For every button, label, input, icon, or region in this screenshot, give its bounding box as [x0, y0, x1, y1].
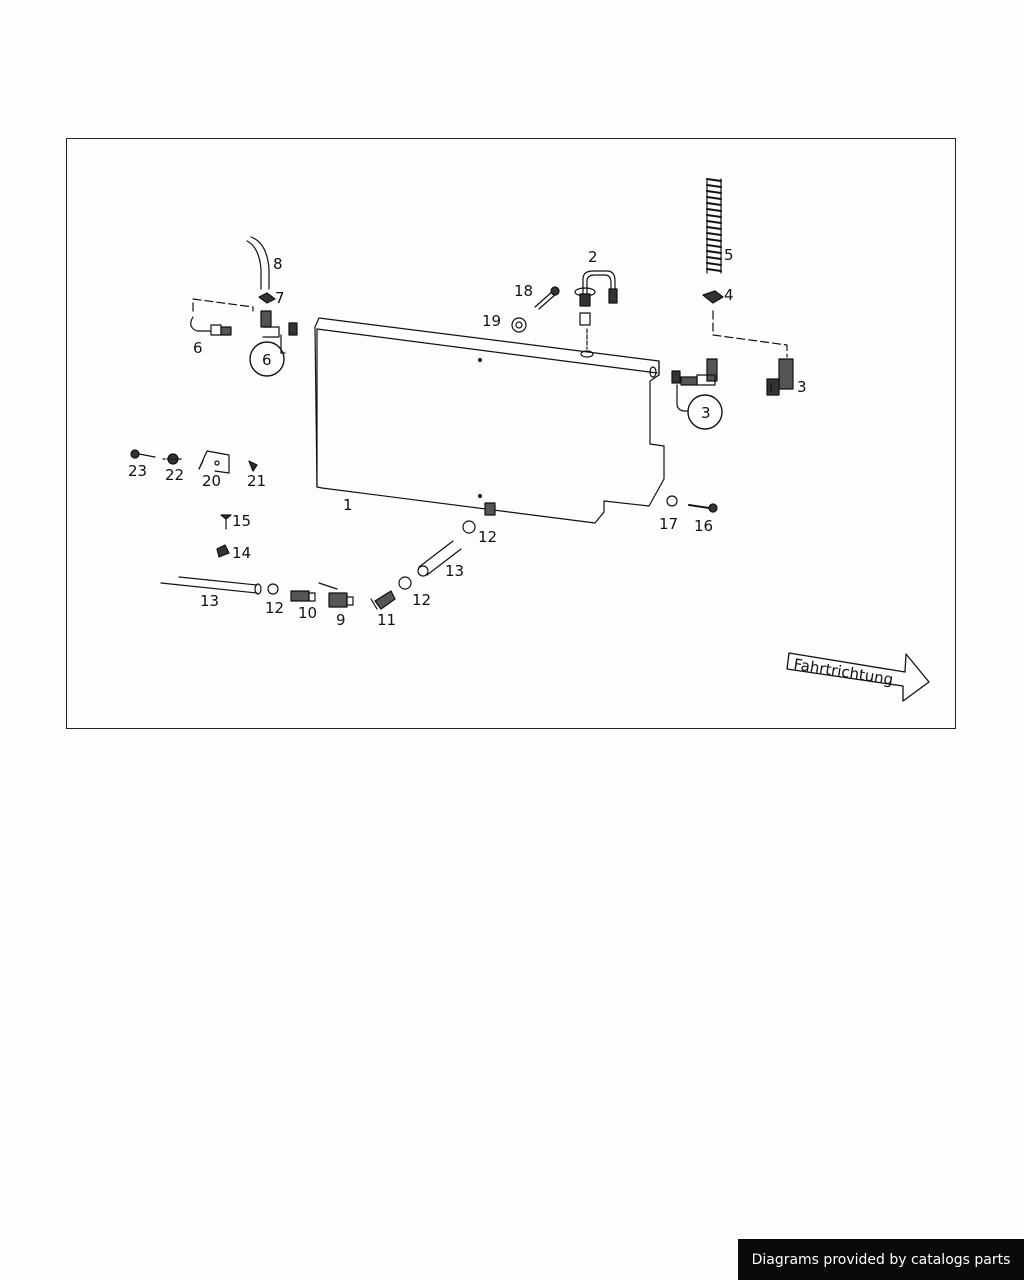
screw-part-18 [534, 286, 560, 310]
direction-arrow [786, 652, 930, 702]
footer-text: Diagrams provided by catalogs parts [751, 1251, 1011, 1268]
part-label-12-upper: 12 [478, 528, 497, 546]
water-tank [314, 317, 665, 524]
footer-banner: Diagrams provided by catalogs parts [738, 1239, 1024, 1280]
part-label-7: 7 [275, 289, 285, 307]
part-label-23: 23 [128, 462, 147, 480]
part-label-1: 1 [343, 496, 353, 514]
hose-spring-part-5 [706, 178, 722, 274]
nut-part-19 [511, 317, 527, 333]
part-label-11: 11 [377, 611, 396, 629]
part-label-5: 5 [724, 246, 734, 264]
part-label-2: 2 [588, 248, 598, 266]
part-label-20: 20 [202, 472, 221, 490]
part-label-12-middle: 12 [412, 591, 431, 609]
part-label-12-lower: 12 [265, 599, 284, 617]
part-label-15: 15 [232, 512, 251, 530]
part-label-13-short: 13 [445, 562, 464, 580]
fitting-part-6 [190, 298, 298, 377]
parts-diagram: Fahrtrichtung 1 2 3 3 4 5 6 6 7 8 9 10 1… [128, 178, 930, 702]
hose-part-13-long [160, 576, 262, 595]
washer-part-17 [666, 495, 678, 507]
part-label-14: 14 [232, 544, 251, 562]
direction-label: Fahrtrichtung [792, 655, 894, 689]
part-label-16: 16 [694, 517, 713, 535]
hose-clamp-part-12-middle [398, 576, 412, 590]
part-label-22: 22 [165, 466, 184, 484]
part-label-4: 4 [724, 286, 734, 304]
part-label-3: 3 [797, 378, 807, 396]
part-label-18: 18 [514, 282, 533, 300]
nipple-part-10 [290, 590, 316, 602]
part-label-3-circle: 3 [701, 404, 711, 422]
cap-part-4 [702, 290, 724, 304]
hose-clamp-part-12-lower [267, 583, 279, 595]
clip-part-21 [248, 460, 258, 472]
screw-part-15 [220, 514, 232, 530]
part-label-10: 10 [298, 604, 317, 622]
hose-clamp-part-12-upper [462, 520, 476, 534]
part-label-6: 6 [193, 339, 203, 357]
valve-part-9 [318, 582, 354, 608]
part-label-6-circle: 6 [262, 351, 272, 369]
part-label-8: 8 [273, 255, 283, 273]
part-label-21: 21 [247, 472, 266, 490]
cap-part-7 [258, 292, 276, 304]
screw-part-16 [688, 503, 718, 513]
washer-part-22 [162, 453, 184, 465]
part-label-13-long: 13 [200, 592, 219, 610]
part-label-17: 17 [659, 515, 678, 533]
bracket-part-20 [198, 450, 230, 474]
part-label-9: 9 [336, 611, 346, 629]
hose-part-13-short [417, 540, 462, 577]
elbow-fitting-part-3 [671, 310, 794, 430]
part-label-19: 19 [482, 312, 501, 330]
clip-part-14 [216, 544, 230, 558]
outlet-fitting [484, 502, 496, 516]
elbow-part-11 [370, 590, 396, 610]
hose-part-8 [246, 236, 270, 290]
screw-part-23 [130, 449, 156, 459]
level-sensor [574, 270, 618, 350]
diagram-frame: Fahrtrichtung 1 2 3 3 4 5 6 6 7 8 9 10 1… [66, 138, 956, 729]
